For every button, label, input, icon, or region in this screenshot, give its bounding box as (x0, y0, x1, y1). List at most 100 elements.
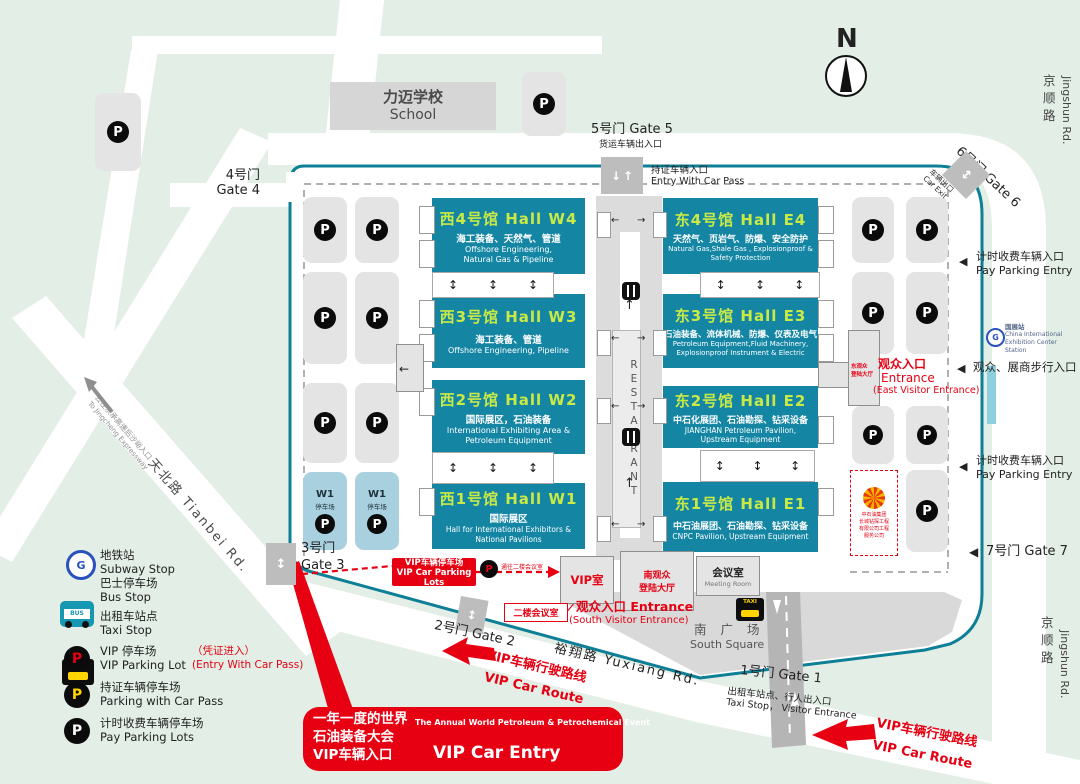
gate4-en: Gate 4 (216, 183, 260, 199)
vip-room-building: VIP室 (560, 556, 614, 604)
hall-e3: 东3号馆 Hall E3 石油装备、流体机械、防爆、仪表及电气 Petroleu… (663, 294, 818, 368)
parking-icon: P (314, 219, 336, 241)
station-en3: Station (1005, 347, 1027, 355)
hall-w1-title: 西1号馆 Hall W1 (439, 490, 578, 509)
hall-door-tab (419, 388, 435, 416)
floor2-meeting-label: 二楼会议室 (504, 603, 568, 622)
taxi-stop-icon: TAXI (736, 598, 764, 621)
corridor-door (597, 398, 611, 424)
hall-e4-en: Natural Gas,Shale Gas , Explosionproof & (668, 245, 813, 254)
meeting-room-building: 会议室 Meeting Room (696, 556, 760, 596)
hall-w2: 西2号馆 Hall W2 国际展区，石油装备 International Exh… (432, 380, 585, 454)
vip-route-arrows (442, 637, 876, 750)
hall-w4-en: Natural Gas & Pipeline (463, 254, 554, 264)
station-en1: China International (1005, 331, 1063, 339)
east-entrance-sub: (East Visitor Entrance) (873, 385, 980, 396)
hall-w1-zh: 国际展区 (489, 514, 528, 526)
vip-route-arrowhead (548, 566, 560, 578)
parking-icon: P (314, 412, 336, 434)
hall-w3-zh: 海工装备、管道 (475, 335, 542, 346)
left-arrow-icon: ← (399, 362, 410, 376)
hall-e2-zh: 中石化展团、石油勘探、钻采设备 (672, 415, 808, 426)
gate4-zh: 4号门 (225, 168, 260, 183)
meeting-room-zh: 会议室 (712, 566, 744, 579)
gate5-label: 5号门 Gate 5 (591, 122, 673, 137)
updown-arrow-icon: ↕ (956, 165, 976, 185)
cnpc-service-box: 中石油集团 长城钻探工程 有限公司工程 服务公司 (850, 470, 898, 556)
school-name-en: School (389, 106, 437, 123)
restaurant-icon (622, 428, 640, 446)
hall-w3: 西3号馆 Hall W3 海工装备、管道 Offshore Engineerin… (432, 294, 585, 368)
school-block: 力迈学校 School (330, 82, 496, 130)
school-name-zh: 力迈学校 (382, 87, 443, 106)
up-arrow-icon: ↑ (624, 298, 635, 313)
hall-e4-zh: 天然气、页岩气、防爆、安全防护 (672, 235, 808, 246)
parking-icon: P (367, 513, 387, 534)
parking-icon: P (314, 307, 336, 329)
corridor-door (653, 330, 667, 356)
parking-icon: P (863, 425, 883, 445)
gate3-zh: 3号门 (301, 541, 336, 556)
right-arrow-icon: → (637, 401, 646, 412)
hall-e1-en: CNPC Pavilion, Upstream Equipment (672, 531, 809, 541)
parking-icon: P (916, 500, 938, 522)
south-hall-building: 南观众 登陆大厅 (620, 551, 694, 611)
banner-en-big: VIP Car Entry (433, 743, 561, 763)
parking-icon: P (366, 412, 388, 434)
banner-zh3: VIP车辆入口 (313, 747, 393, 763)
hall-door-tab (818, 300, 834, 328)
parking-icon: P (862, 302, 884, 324)
hall-w4: 西4号馆 Hall W4 海工装备、天然气、管道 Offshore Engine… (432, 198, 585, 274)
triangle-left-icon: ◀ (959, 255, 968, 268)
left-arrow-icon: ← (611, 333, 620, 344)
meeting-room-en: Meeting Room (704, 579, 752, 588)
hall-e4-title: 东4号馆 Hall E4 (674, 211, 807, 230)
compass-north-label: N (836, 24, 858, 54)
legend-vip-en: VIP Parking Lot (100, 658, 186, 672)
car-pass-entry-en: Entry With Car Pass (651, 176, 745, 188)
south-entrance-label: 观众入口 Entrance (576, 599, 694, 614)
right-arrow-icon: → (637, 519, 646, 530)
hall-e3-en: Petroleum Equipment,Fluid Machinery, (672, 339, 809, 348)
banner-zh1: 一年一度的世界 (313, 711, 408, 727)
jingshun-rd-bottom-en: Jingshun Rd. (1057, 630, 1071, 699)
parking-icon: P (916, 302, 938, 324)
hall-door-tab (818, 240, 834, 268)
jingshun-rd-bottom-zh: 京顺路 (1038, 616, 1054, 669)
hall-door-tab (818, 206, 834, 234)
parking-icon: P (366, 219, 388, 241)
corridor-door (653, 212, 667, 238)
hall-w3-title: 西3号馆 Hall W3 (439, 308, 578, 326)
legend-bus-zh: 巴士停车场 (100, 576, 158, 590)
restaurant-icon (622, 282, 640, 300)
parking-lot-topleft: P (95, 93, 141, 171)
legend-subway-en: Subway Stop (100, 562, 175, 576)
hall-e1-title: 东1号馆 Hall E1 (674, 494, 807, 513)
west-side-structure (396, 344, 424, 392)
hall-door-tab (818, 334, 834, 362)
car-pass-entry-label: 持证车辆入口 Entry With Car Pass (651, 165, 744, 187)
pay-parking-icon: P (64, 718, 90, 744)
hall-w1-en: National Pavilions (475, 534, 542, 544)
south-entrance-sub: (South Visitor Entrance) (569, 615, 689, 626)
hall-w2-en: Petroleum Equipment (465, 435, 552, 445)
legend-vip-note-en: (Entry With Car Pass) (192, 659, 304, 671)
hall-door-tab (818, 488, 834, 516)
south-square-en: South Square (690, 638, 765, 651)
gate3-icon: ↕ (266, 543, 296, 585)
cnpc-line: 有限公司工程 (858, 526, 889, 532)
left-arrow-icon: ← (611, 519, 620, 530)
south-square-zh: 南 广 场 (694, 622, 765, 637)
parking-icon: P (533, 93, 555, 115)
east-entrance-wing (818, 362, 852, 388)
hall-w4-title: 西4号馆 Hall W4 (439, 209, 578, 228)
gate4-label: 4号门 Gate 4 (212, 168, 260, 199)
banner-en-small: The Annual World Petroleum & Petrochemic… (415, 718, 650, 727)
pay-parking-entry2-zh: 计时收费车辆入口 (976, 454, 1064, 467)
right-arrow-icon: → (637, 333, 646, 344)
expressway-arrow-icon (84, 377, 114, 414)
hall-w4-en: Offshore Engineering, (464, 244, 553, 254)
w1-label: W1 (368, 488, 386, 500)
legend-taxi-en: Taxi Stop (100, 623, 152, 637)
down-arrow-icon: ↓ (610, 168, 621, 183)
